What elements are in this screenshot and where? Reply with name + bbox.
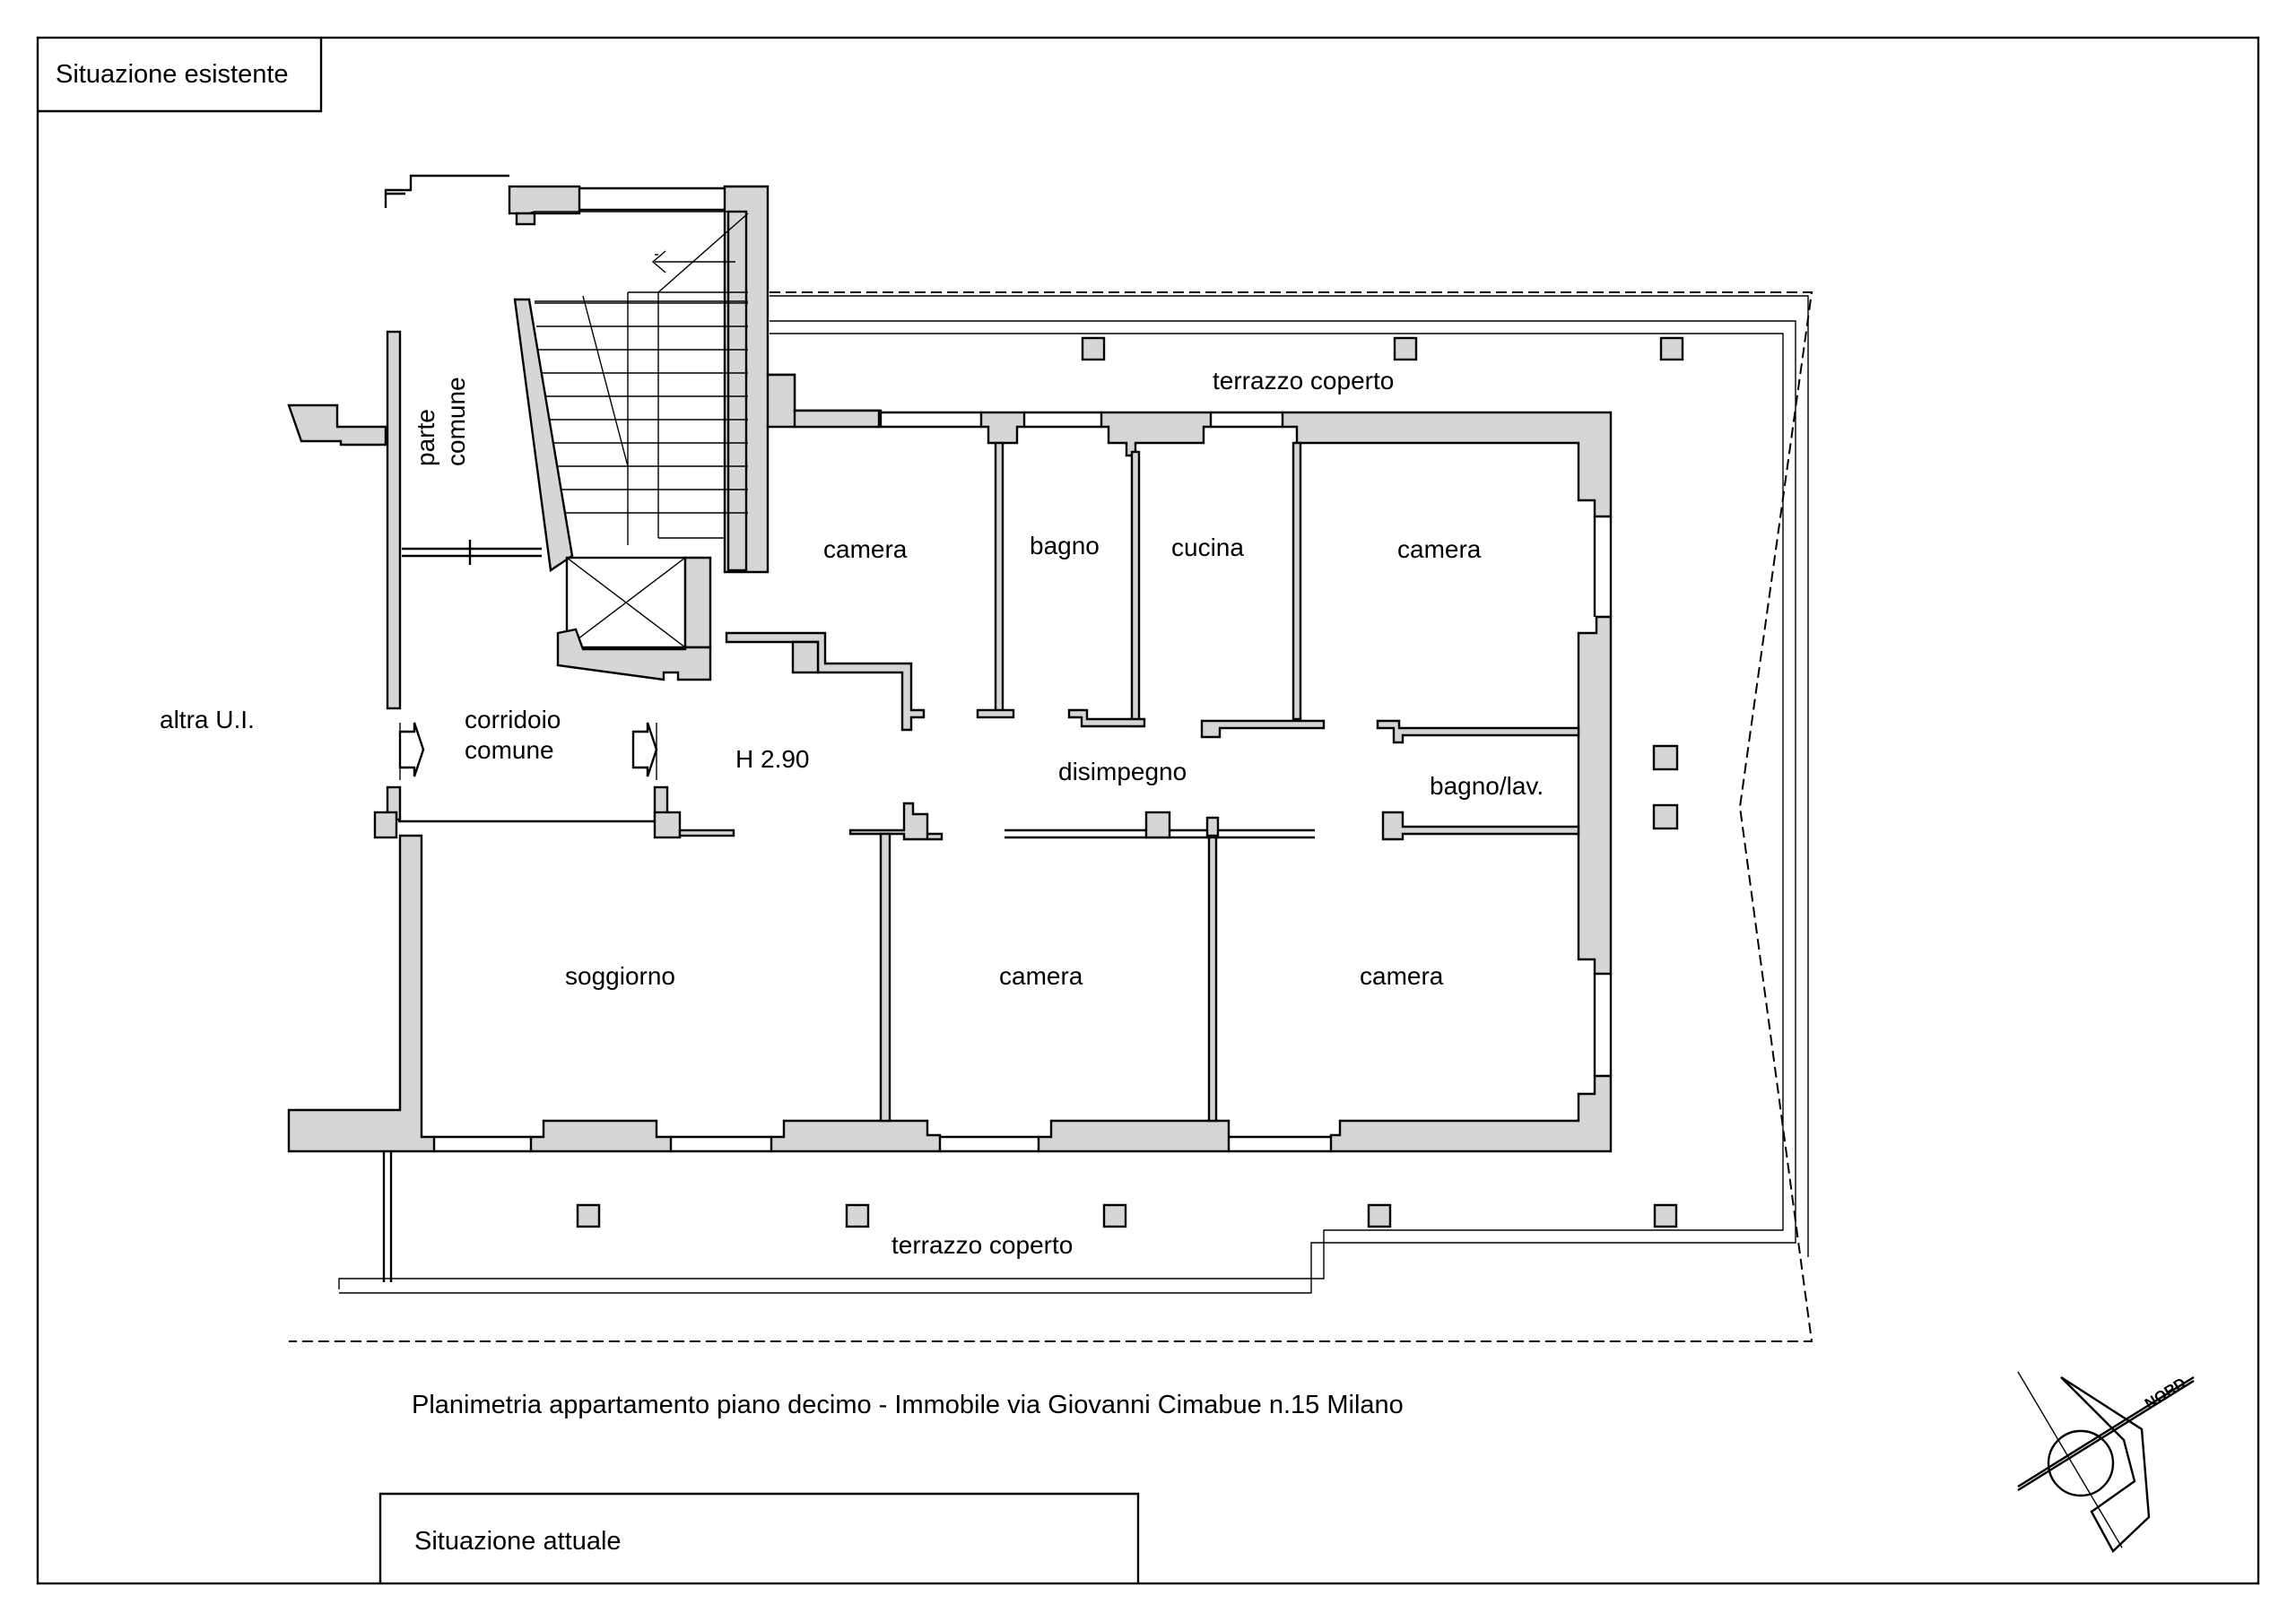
compass-icon: NORD (2017, 1371, 2195, 1553)
footer-label: Situazione attuale (414, 1527, 622, 1556)
header-box: Situazione esistente (38, 38, 323, 113)
room-label-cucina: cucina (1171, 533, 1244, 561)
room-label-common-part-2: comune (442, 377, 470, 466)
room-labels: terrazzo coperto terrazzo coperto parte … (160, 367, 1544, 1259)
room-label-bagno-lav: bagno/lav. (1430, 772, 1544, 800)
room-label-other-unit: altra U.I. (160, 706, 255, 733)
room-label-camera-nw: camera (823, 535, 908, 563)
plan-caption: Planimetria appartamento piano decimo - … (412, 1391, 1404, 1419)
room-label-corridor-1: corridoio (465, 706, 561, 733)
room-label-corridor-2: comune (465, 736, 554, 764)
interior-partitions (725, 441, 1580, 1123)
room-label-camera-se: camera (1360, 962, 1444, 990)
room-label-disimpegno: disimpegno (1058, 758, 1187, 785)
terrace-columns (576, 336, 1684, 1228)
room-label-camera-s: camera (999, 962, 1083, 990)
footer-box: Situazione attuale (378, 1492, 1140, 1583)
drawing-frame (36, 36, 2260, 1585)
room-label-terrace-top: terrazzo coperto (1213, 367, 1394, 395)
stairwell (384, 174, 883, 681)
room-label-common-part-1: parte (412, 409, 439, 466)
room-label-bagno: bagno (1030, 532, 1100, 559)
common-area-walls (287, 330, 735, 839)
room-label-terrace-bottom: terrazzo coperto (891, 1231, 1073, 1259)
room-label-camera-ne: camera (1397, 535, 1482, 563)
header-label: Situazione esistente (56, 60, 289, 89)
room-label-soggiorno: soggiorno (565, 962, 675, 990)
compass-label: NORD (2142, 1375, 2189, 1413)
terrace-outline (289, 291, 1813, 1342)
ceiling-height-label: H 2.90 (735, 745, 810, 773)
